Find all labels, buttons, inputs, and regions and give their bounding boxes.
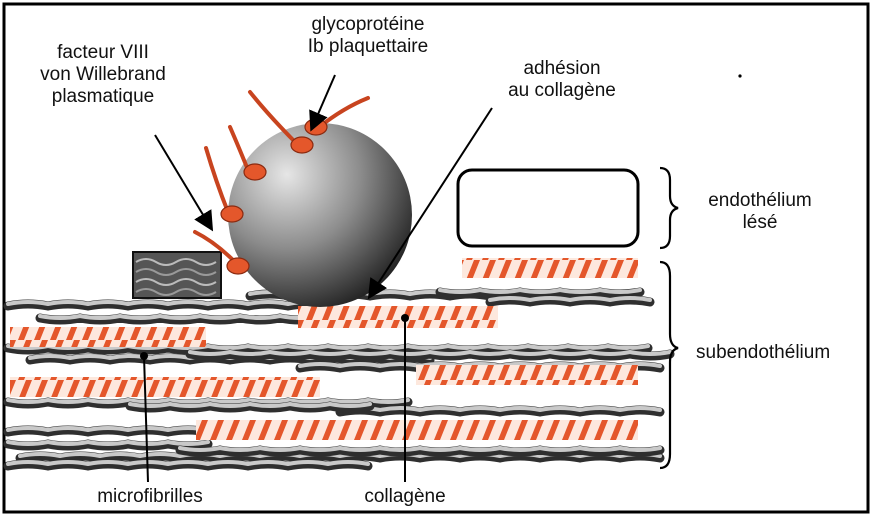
- factor-pointer: [155, 135, 211, 228]
- receptor-head: [291, 137, 313, 153]
- microfibril-highlight: [130, 404, 370, 406]
- factor-label-line1: facteur VIII: [18, 42, 188, 64]
- endothelium-label: endothélium lésé: [690, 190, 830, 234]
- adhesion-label-line1: adhésion: [478, 58, 646, 80]
- receptor-head: [221, 206, 243, 222]
- microfibril-highlight: [8, 302, 328, 304]
- adhesion-label-line2: au collagène: [478, 80, 646, 102]
- receptor-head: [227, 258, 249, 274]
- von-willebrand-factor-multimer: [133, 252, 221, 298]
- microfibril-highlight: [190, 352, 670, 354]
- adhesion-label: adhésion au collagène: [478, 58, 646, 102]
- factor-viii-label: facteur VIII von Willebrand plasmatique: [18, 42, 188, 108]
- collagen-band: [462, 258, 638, 278]
- collagen-pointer-dot: [401, 314, 409, 322]
- microfibrilles-label-text: microfibrilles: [70, 486, 230, 508]
- collagen-band: [298, 306, 498, 328]
- endothelium-label-line2: lésé: [690, 212, 830, 234]
- microfibril-highlight: [440, 290, 640, 292]
- microfibrilles-label: microfibrilles: [70, 486, 230, 508]
- endothelium-brace: [660, 168, 678, 248]
- subendothelium-label: subendothélium: [696, 342, 866, 364]
- factor-label-line2: von Willebrand: [18, 64, 188, 86]
- collagen-band: [10, 377, 320, 397]
- receptor-head: [244, 164, 266, 180]
- receptor-head: [305, 119, 327, 135]
- factor-label-line3: plasmatique: [18, 86, 188, 108]
- glyco-label-line1: glycoprotéine: [283, 14, 453, 36]
- receptor-stalk: [206, 148, 228, 212]
- microfibril-highlight: [8, 462, 368, 464]
- microfibril-highlight: [8, 428, 208, 430]
- collagene-label: collagène: [345, 486, 465, 508]
- subendothelium-label-text: subendothélium: [696, 342, 866, 364]
- microfibril-highlight: [8, 442, 208, 444]
- microfibril-highlight: [40, 316, 320, 318]
- microfibril-pointer-dot: [140, 352, 148, 360]
- microfibril: [8, 464, 368, 466]
- collagen-band: [416, 365, 638, 385]
- microfibril-highlight: [8, 400, 408, 402]
- microfibril-highlight: [180, 448, 660, 450]
- collagene-label-text: collagène: [345, 486, 465, 508]
- glyco-label-line2: Ib plaquettaire: [283, 36, 453, 58]
- endothelium-label-line1: endothélium: [690, 190, 830, 212]
- microfibril-highlight: [340, 408, 660, 410]
- glycoprotein-label: glycoprotéine Ib plaquettaire: [283, 14, 453, 58]
- microfibril-highlight: [490, 298, 650, 300]
- collagen-band: [10, 327, 206, 347]
- platelet: [228, 123, 412, 307]
- speck: [738, 74, 741, 77]
- endothelial-cell: [458, 170, 638, 246]
- collagen-band: [196, 420, 638, 440]
